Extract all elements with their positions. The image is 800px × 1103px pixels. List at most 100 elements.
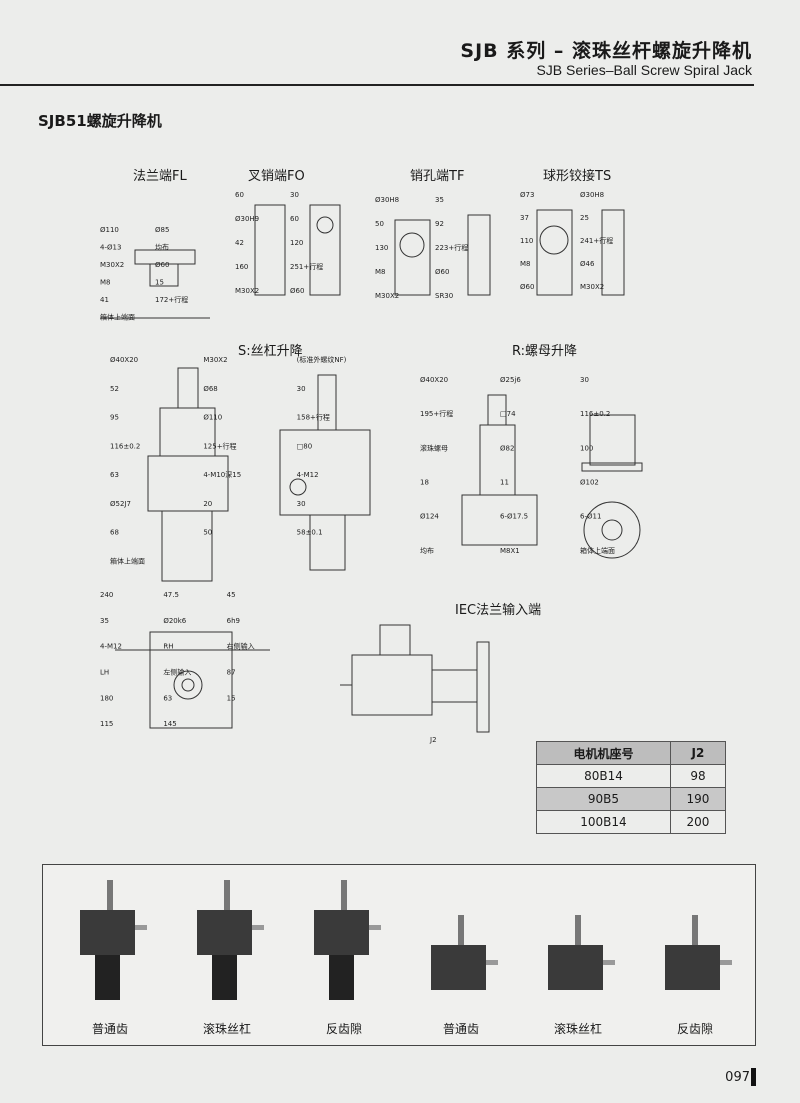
jack-photo-icon (314, 880, 381, 1000)
dimension-label: M8 (520, 260, 531, 268)
dimension-label: 195+行程 (420, 409, 453, 418)
label-fl: 法兰端FL (133, 169, 187, 184)
dimension-label: □80 (297, 442, 313, 450)
label-tf: 销孔端TF (410, 169, 465, 184)
photo-caption: 普通齿 (91, 1022, 128, 1036)
dimension-label: Ø20k6 (163, 617, 186, 625)
dimension-label: 41 (100, 296, 109, 304)
dimension-label: Ø60 (155, 261, 169, 269)
dimension-label: 箱体上端面 (110, 556, 145, 565)
drawing-iec (340, 624, 490, 733)
dimension-label: 25 (580, 214, 589, 222)
photo-caption: 滚珠丝杠 (553, 1022, 602, 1036)
dimension-label: Ø110 (203, 414, 222, 422)
product-photo: 滚珠丝杠 (533, 875, 623, 1045)
header-rule (0, 84, 754, 86)
dimension-label: M30X2 (580, 283, 604, 291)
drawing-ts (536, 209, 625, 296)
drawing-tf (394, 214, 491, 296)
dimension-label: 20 (203, 500, 212, 508)
dimension-label: 115 (100, 720, 113, 728)
page-number: 097 (725, 1070, 750, 1085)
dimension-label: 68 (110, 529, 119, 537)
product-photo: 反齿隙 (650, 875, 740, 1045)
dimension-label: M30X2 (375, 292, 399, 300)
header-title-cn: SJB 系列 – 滚珠丝杆螺旋升降机 (460, 40, 752, 62)
dimension-label: 4-M10深15 (203, 470, 241, 479)
dimension-label: M30X2 (203, 356, 227, 364)
photo-caption: 普通齿 (442, 1022, 479, 1036)
dimension-label: 15 (155, 279, 164, 287)
dimension-label: 45 (227, 591, 236, 599)
dimension-label: Ø52J7 (110, 500, 131, 508)
dimension-label: 120 (290, 239, 303, 247)
cell: 90B5 (536, 787, 671, 811)
dimension-label: 223+行程 (435, 243, 468, 252)
product-photo: 普通齿 (416, 875, 506, 1045)
dimension-label: 37 (520, 214, 529, 222)
dimension-label: 130 (375, 244, 388, 252)
dimension-label: 4-M12 (100, 643, 122, 651)
dimension-label: 左侧输入 (163, 668, 191, 677)
dimension-label: 125+行程 (203, 441, 236, 450)
dimension-label: 42 (235, 239, 244, 247)
product-photo: 普通齿 (65, 875, 155, 1045)
dimension-label: 30 (290, 191, 299, 199)
cell: 100B14 (536, 810, 671, 834)
dimension-label: 47.5 (163, 591, 179, 599)
dimension-label: 6-Ø11 (580, 513, 601, 521)
drawing-plan (115, 631, 270, 729)
dimension-label: 滚珠螺母 (420, 443, 448, 452)
dimension-label: Ø46 (580, 260, 595, 268)
dimension-label: Ø110 (100, 226, 119, 234)
dimension-label: Ø60 (520, 283, 534, 291)
dimension-label: M8X1 (500, 547, 520, 555)
dimension-label: 110 (520, 237, 533, 245)
dimension-label: 15 (227, 694, 236, 702)
dimension-label: Ø124 (420, 513, 439, 521)
dimension-label: Ø30H8 (580, 191, 604, 199)
dimension-label: J2 (429, 736, 437, 744)
drawing-fl (100, 249, 210, 319)
drawing-fo (254, 204, 341, 296)
dimension-label: 180 (100, 694, 113, 702)
cell: 190 (669, 787, 727, 811)
dimension-label: Ø60 (435, 268, 449, 276)
dimension-label: Ø82 (500, 444, 514, 452)
dimension-label: Ø102 (580, 479, 599, 487)
dimension-label: Ø60 (290, 287, 304, 295)
dimension-label: 95 (110, 414, 119, 422)
dimension-label: Ø25j6 (500, 376, 521, 384)
dimension-label: 右侧输入 (227, 642, 255, 651)
dimension-label: 158+行程 (297, 413, 330, 422)
dimension-label: 箱体上端面 (100, 313, 135, 322)
j2-header-motor: 电机机座号 (536, 741, 671, 765)
product-photo: 滚珠丝杠 (182, 875, 272, 1045)
dimension-label: 6-Ø17.5 (500, 513, 528, 521)
dimension-label: Ø30H9 (235, 215, 259, 223)
dimension-label: 4-M12 (297, 471, 319, 479)
dimension-label: 60 (235, 191, 244, 199)
dimension-label: 172+行程 (155, 295, 188, 304)
dimension-label: (标准外螺纹NF) (297, 355, 347, 364)
drawing-r (461, 394, 643, 559)
dimension-label: M30X2 (235, 287, 259, 295)
product-photos: 普通齿 滚珠丝杠 反齿隙 普通齿 滚珠丝杠 反齿隙 (42, 864, 756, 1046)
dimension-label: 100 (580, 444, 593, 452)
cell: 80B14 (536, 764, 671, 788)
label-iec: IEC法兰输入端 (455, 603, 542, 618)
dimension-label: M8 (375, 268, 386, 276)
dimension-label: RH (163, 643, 173, 651)
dimension-label: 均布 (155, 243, 169, 252)
dimension-label: Ø40X20 (110, 356, 138, 364)
dimension-label: M30X2 (100, 261, 124, 269)
dimension-label: Ø30H8 (375, 196, 399, 204)
dimension-label: □74 (500, 410, 516, 418)
dimension-label: 50 (203, 529, 212, 537)
dimension-label: 均布 (420, 546, 434, 555)
dimension-label: 18 (420, 479, 429, 487)
